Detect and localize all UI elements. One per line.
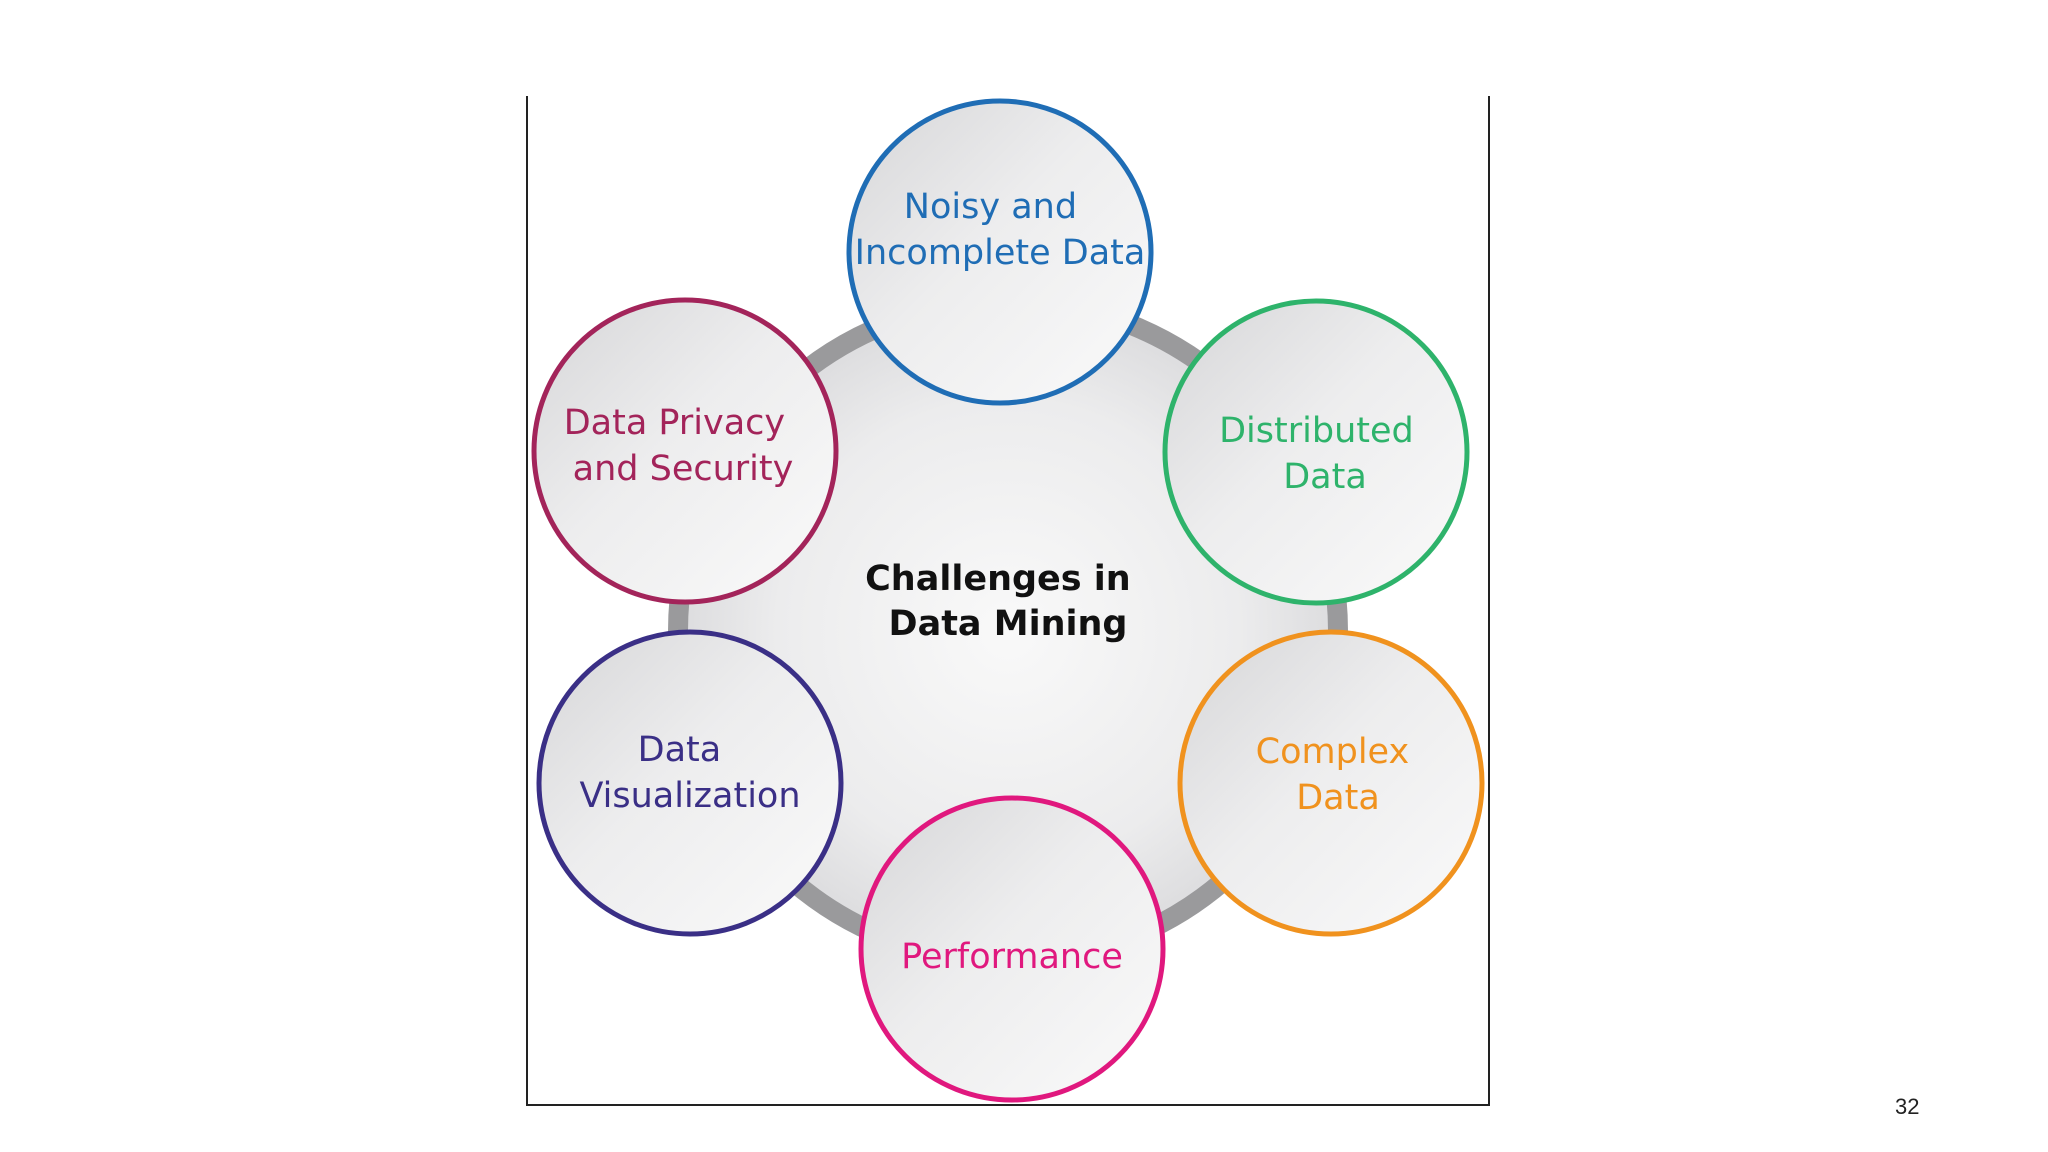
node-visualization-circle <box>536 629 844 937</box>
node-data-visualization: Data Visualization <box>536 629 844 937</box>
node-performance-label: Performance <box>901 937 1123 977</box>
node-distributed-circle <box>1162 298 1470 606</box>
node-privacy-circle <box>531 297 839 605</box>
slide-number: 32 <box>1895 1094 1920 1119</box>
node-visualization-label: Data Visualization <box>579 730 800 816</box>
challenges-diagram: Challenges in Data Mining Noisy and Inco… <box>531 98 1485 1103</box>
center-title: Challenges in Data Mining <box>865 559 1143 644</box>
node-complex-label: Complex Data <box>1256 732 1421 818</box>
node-distributed-data: Distributed Data <box>1162 298 1470 606</box>
node-noisy-incomplete-data: Noisy and Incomplete Data <box>846 98 1154 406</box>
node-privacy-label: Data Privacy and Security <box>564 403 797 489</box>
node-performance: Performance <box>858 795 1166 1103</box>
center-title-line-2: Data Mining <box>889 604 1128 644</box>
node-performance-circle <box>858 795 1166 1103</box>
node-data-privacy-security: Data Privacy and Security <box>531 297 839 605</box>
diagram-frame: Challenges in Data Mining Noisy and Inco… <box>526 96 1490 1106</box>
node-complex-data: Complex Data <box>1177 629 1485 937</box>
center-title-line-1: Challenges in <box>865 559 1131 599</box>
node-noisy-circle <box>846 98 1154 406</box>
node-noisy-label: Noisy and Incomplete Data <box>855 187 1146 273</box>
node-complex-circle <box>1177 629 1485 937</box>
node-distributed-label: Distributed Data <box>1219 411 1425 497</box>
